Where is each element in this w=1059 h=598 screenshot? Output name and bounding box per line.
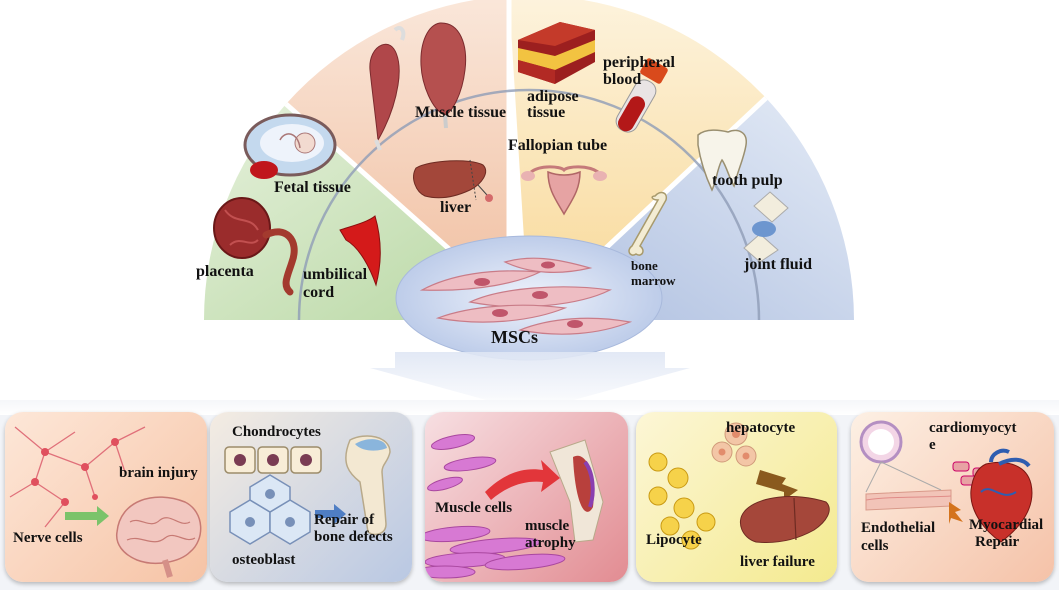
label-bone-marrow-1: bone (631, 258, 658, 273)
panel-heart: cardiomyocyt e Endothelial cells Myocard… (851, 412, 1054, 582)
bone-icon (628, 191, 668, 256)
label-cardiomyocyte-1: cardiomyocyt (929, 420, 1017, 436)
panel-liver: Lipocyte hepatocyte liver failure (636, 412, 837, 582)
label-muscle-atrophy-2: atrophy (525, 535, 576, 551)
label-muscle-atrophy-1: muscle (525, 518, 570, 534)
liver-source-icon (413, 159, 493, 202)
label-osteoblast: osteoblast (232, 552, 296, 568)
label-nerve-cells: Nerve cells (13, 530, 83, 546)
muscle-cells-icon (425, 434, 604, 579)
label-lipocyte: Lipocyte (646, 532, 702, 548)
label-adipose-tissue-1: adipose (527, 88, 579, 105)
label-bone-marrow-2: marrow (631, 273, 676, 288)
label-liver-failure: liver failure (740, 554, 815, 570)
label-endothelial-1: Endothelial (861, 520, 936, 536)
label-liver-source: liver (440, 199, 472, 216)
placenta-icon (213, 197, 298, 296)
label-umbilical-2: cord (303, 284, 335, 301)
tooth-icon (697, 129, 747, 192)
label-tooth-pulp: tooth pulp (712, 172, 783, 189)
adipose-tissue-icon (518, 22, 595, 84)
liver-cells-icon (648, 422, 830, 550)
label-muscle-tissue: Muscle tissue (415, 104, 507, 121)
label-hepatocyte: hepatocyte (726, 420, 796, 436)
muscle-tissue-icon (369, 22, 467, 151)
label-fallopian-tube: Fallopian tube (508, 137, 608, 154)
down-arrow-icon (370, 352, 690, 412)
label-fetal-tissue: Fetal tissue (274, 179, 351, 196)
label-peripheral-blood-1: peripheral (603, 54, 675, 71)
sector-orange (286, 0, 529, 320)
fetal-tissue-icon (243, 113, 337, 179)
bone-repair-icon (224, 435, 391, 545)
label-umbilical-1: umbilical (303, 266, 368, 283)
label-joint-fluid: joint fluid (744, 256, 813, 273)
label-endothelial-2: cells (861, 538, 889, 554)
joint-icon (743, 191, 789, 263)
label-mscs: MSCs (491, 327, 539, 347)
nerve-cells-icon (9, 426, 202, 578)
panel-bone: Chondrocytes osteoblast Repair of bone d… (210, 412, 412, 582)
label-muscle-cells: Muscle cells (435, 500, 513, 516)
panel-nerve: Nerve cells brain injury (5, 412, 207, 582)
heart-cells-icon (859, 420, 1033, 543)
label-repair-bone-1: Repair of (314, 512, 375, 528)
label-peripheral-blood-2: blood (603, 71, 642, 88)
label-placenta: placenta (196, 263, 254, 280)
blood-tube-icon (615, 58, 668, 133)
panel-muscle: Muscle cells muscle atrophy (425, 412, 628, 582)
label-cardiomyocyte-2: e (929, 437, 936, 453)
label-myocardial-2: Repair (975, 534, 1020, 550)
label-brain-injury: brain injury (119, 465, 198, 481)
label-repair-bone-2: bone defects (314, 529, 393, 545)
label-myocardial-1: Myocardial (969, 517, 1044, 533)
uterus-icon (521, 165, 607, 216)
umbilical-cord-icon (339, 215, 381, 287)
label-adipose-tissue-2: tissue (527, 104, 566, 121)
label-chondrocytes: Chondrocytes (232, 424, 321, 440)
